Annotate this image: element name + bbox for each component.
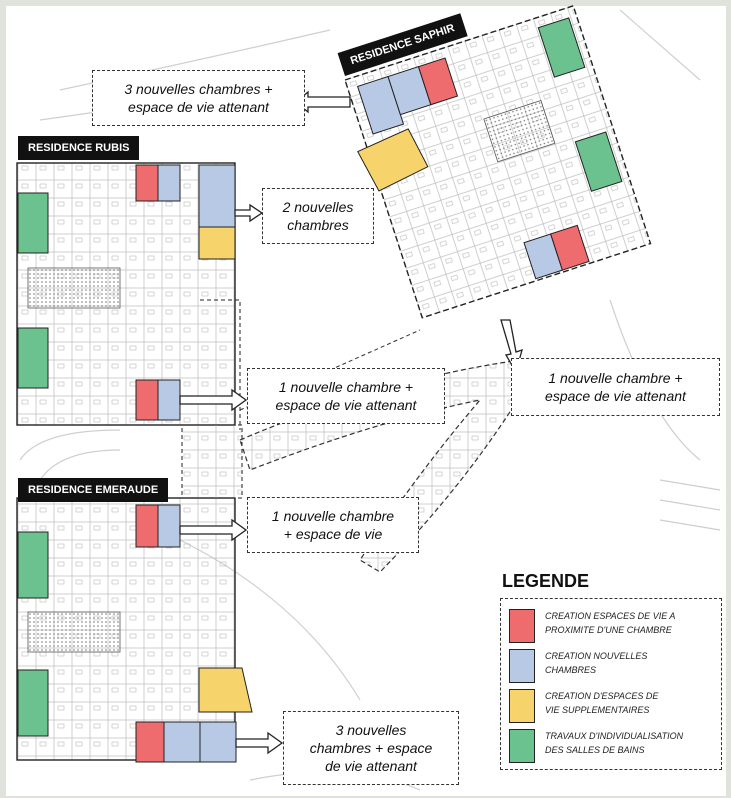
legend-label-yellow: CREATION D'ESPACES DE VIE SUPPLEMENTAIRE… — [545, 691, 659, 715]
residence-title-emeraude: RESIDENCE EMERAUDE — [18, 478, 169, 502]
residence-title-rubis: RESIDENCE RUBIS — [18, 136, 140, 160]
callout-rubis-bottom: 1 nouvelle chambre + espace de vie atten… — [247, 368, 445, 424]
legend-swatch-blue — [509, 649, 535, 683]
legend-swatch-yellow — [509, 689, 535, 723]
legend-title: LEGENDE — [502, 571, 590, 591]
central-wing — [181, 299, 243, 499]
emeraude-building — [16, 497, 253, 763]
callout-rubis-top: 2 nouvelles chambres — [262, 188, 374, 244]
legend-label-green: TRAVAUX D'INDIVIDUALISATION DES SALLES D… — [545, 731, 684, 755]
callout-emeraude-top: 1 nouvelle chambre + espace de vie — [247, 497, 419, 553]
callout-saphir-bottom: 1 nouvelle chambre + espace de vie atten… — [511, 358, 720, 416]
arrow-rubis-top — [234, 203, 264, 223]
legend-box: CREATION ESPACES DE VIE A PROXIMITE D'UN… — [500, 598, 722, 770]
callout-emeraude-bottom: 3 nouvelles chambres + espace de vie att… — [283, 711, 459, 785]
legend-label-blue: CREATION NOUVELLES CHAMBRES — [545, 651, 648, 675]
rubis-building — [16, 162, 236, 426]
legend-swatch-green — [509, 729, 535, 763]
arrow-emeraude-top — [179, 518, 248, 542]
legend-swatch-red — [509, 609, 535, 643]
arrow-emeraude-bottom — [235, 731, 284, 755]
saphir-building — [344, 4, 652, 319]
arrow-rubis-bottom — [179, 388, 248, 412]
callout-saphir-main: 3 nouvelles chambres + espace de vie att… — [92, 70, 305, 126]
legend-label-red: CREATION ESPACES DE VIE A PROXIMITE D'UN… — [545, 611, 676, 635]
